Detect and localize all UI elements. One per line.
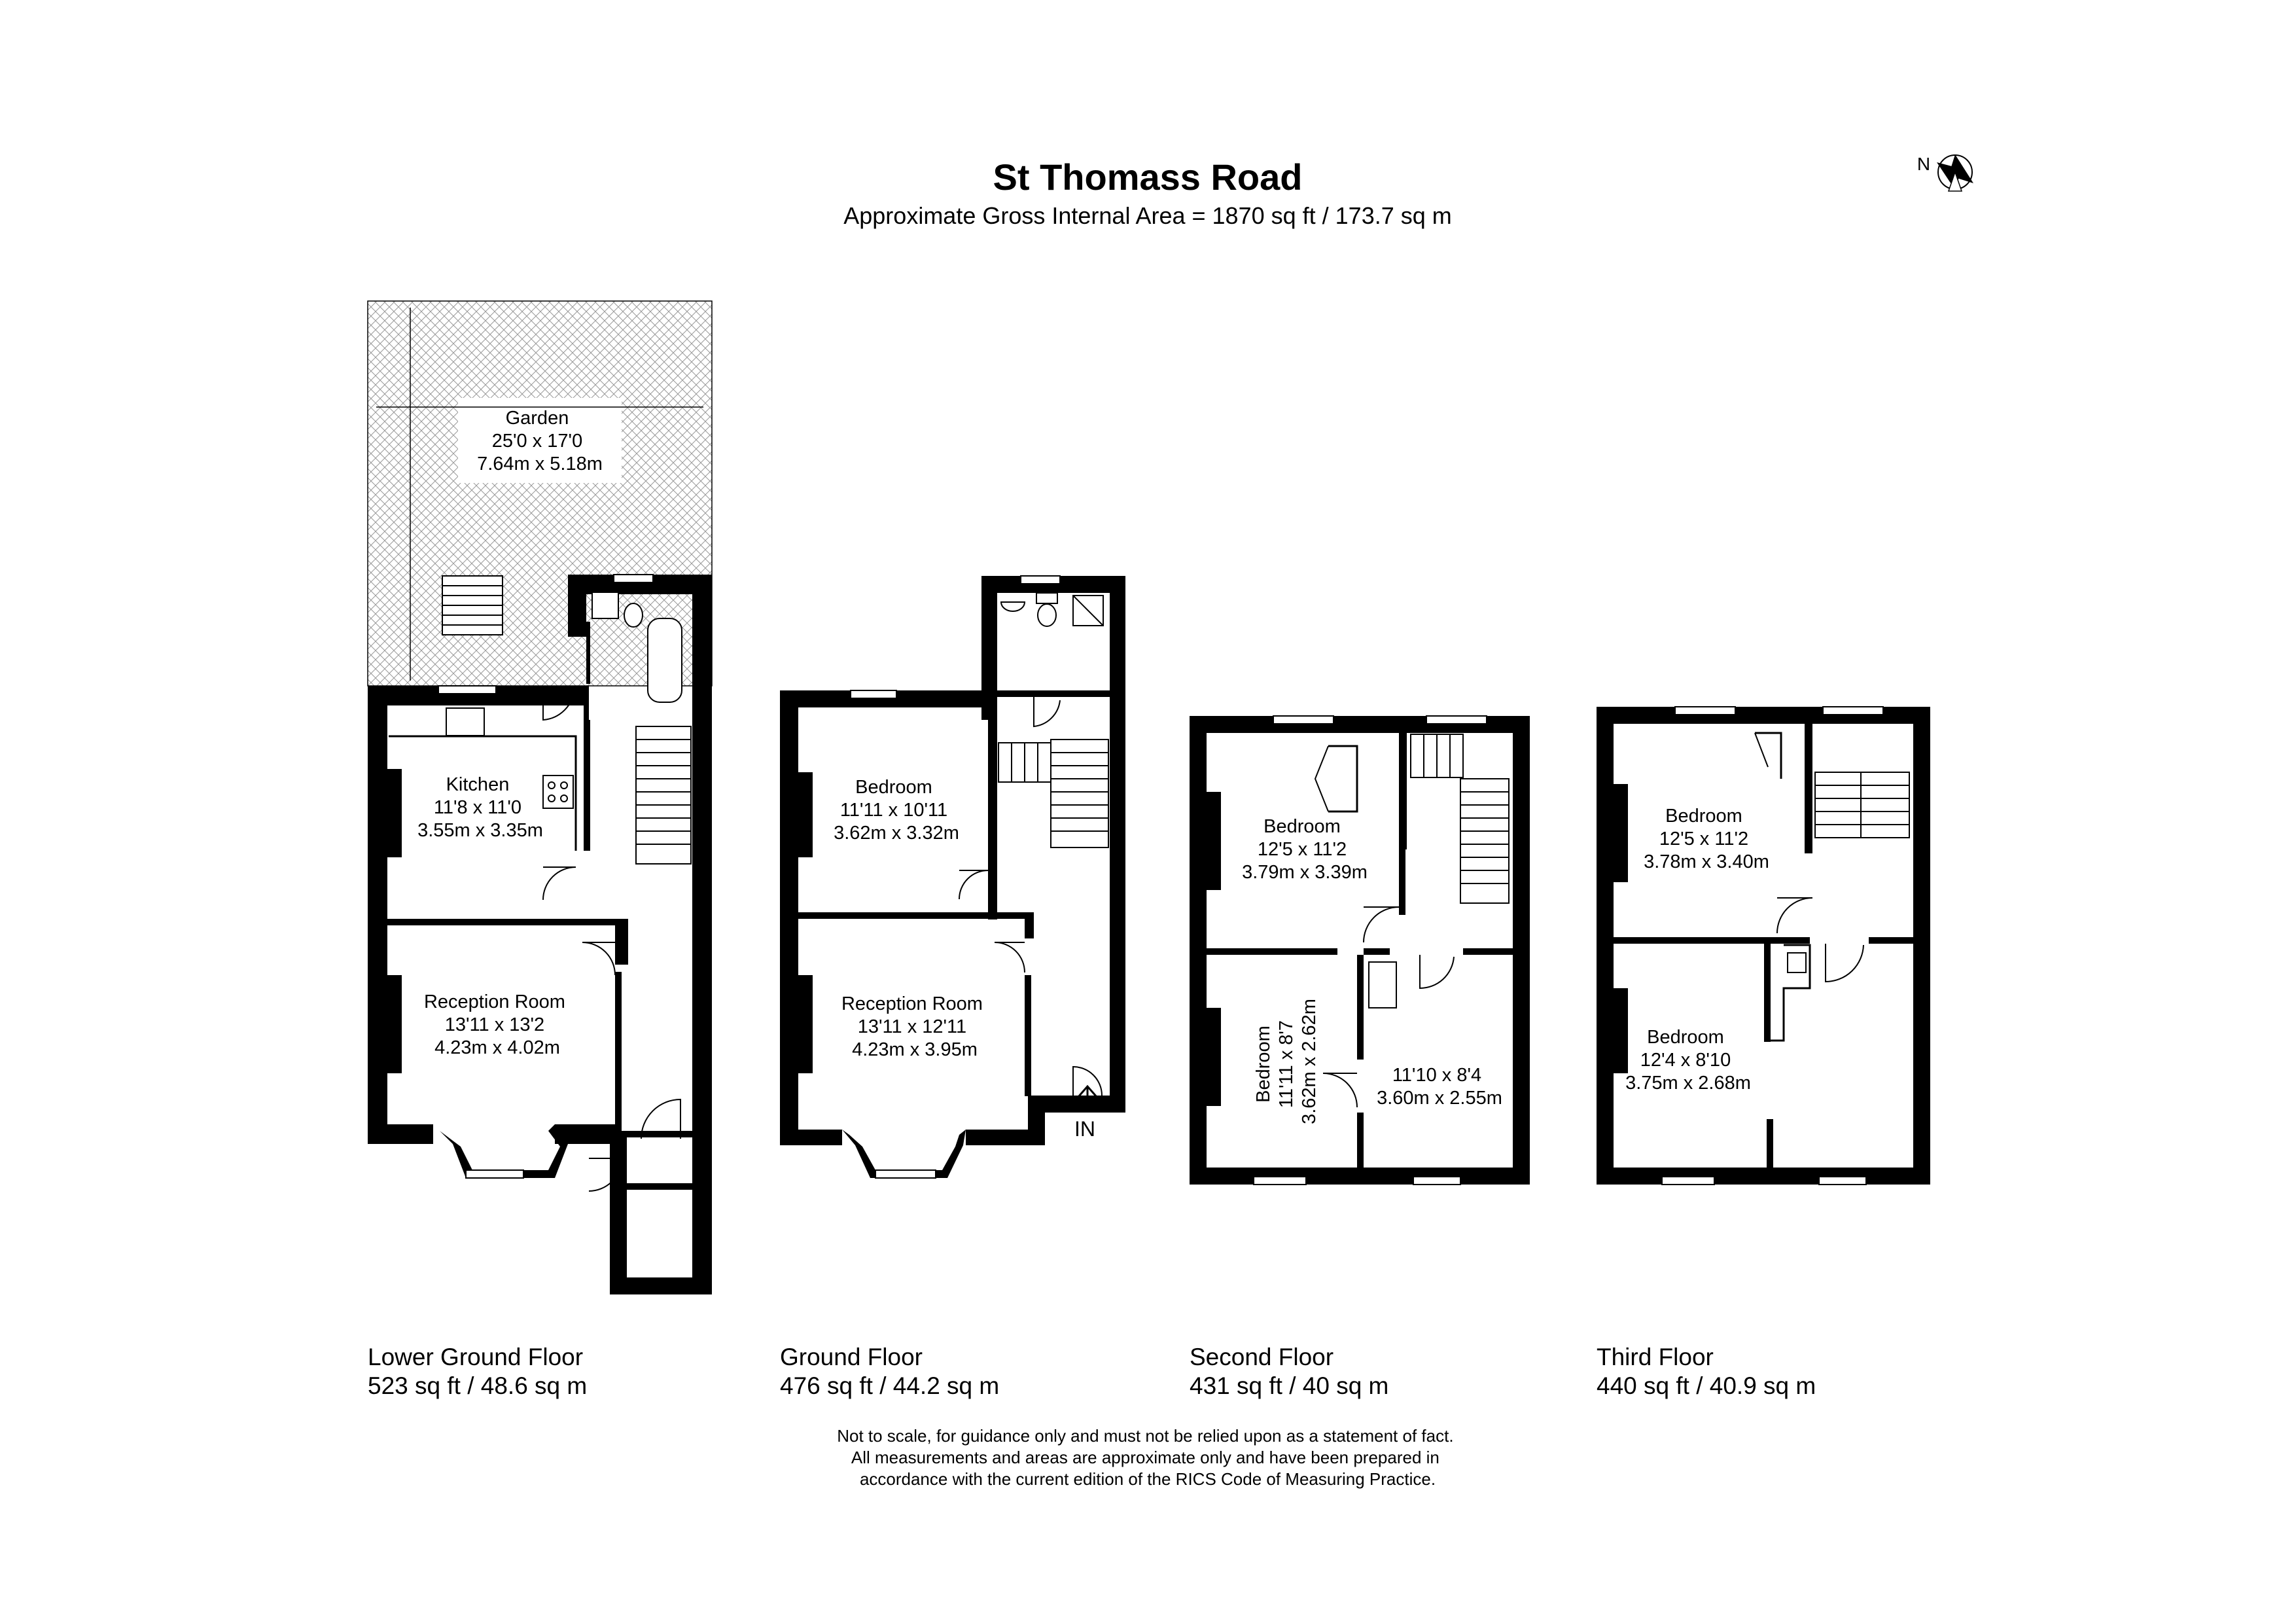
sink-icon: [1368, 961, 1397, 1008]
second-floor-plan: Bedroom 12'5 x 11'2 3.79m x 3.39m Bedroo…: [1190, 715, 1530, 1185]
lower-ground-floor-plan: Garden 25'0 x 17'0 7.64m x 5.18m Kitchen…: [367, 300, 713, 1294]
plan-title: St Thomass Road: [993, 156, 1303, 198]
floor-label-second: Second Floor 431 sq ft / 40 sq m: [1190, 1344, 1388, 1399]
g-bedroom-label: Bedroom 11'11 x 10'11 3.62m x 3.32m: [834, 777, 959, 844]
lower-ground-bathroom: [586, 592, 682, 703]
garden-label: Garden 25'0 x 17'0 7.64m x 5.18m: [477, 408, 603, 474]
garden-label-box: [458, 398, 622, 483]
entrance-arrow-icon: [1077, 1084, 1098, 1113]
compass-north-letter: N: [1917, 154, 1930, 174]
kitchen-fittings: [389, 707, 577, 851]
s-bedroom2-label: Bedroom 11'11 x 8'7 3.62m x 2.62m: [1253, 999, 1320, 1124]
disclaimer: Not to scale, for guidance only and must…: [837, 1426, 1458, 1489]
s-bedroom1-label: Bedroom 12'5 x 11'2 3.79m x 3.39m: [1242, 816, 1368, 883]
compass-icon: [1937, 154, 1973, 192]
third-floor-plan: Bedroom 12'5 x 11'2 3.78m x 3.40m Bedroo…: [1597, 706, 1930, 1185]
lg-kitchen-label: Kitchen 11'8 x 11'0 3.55m x 3.35m: [417, 774, 543, 841]
floor-label-ground: Ground Floor 476 sq ft / 44.2 sq m: [780, 1344, 999, 1399]
g-reception-label: Reception Room 13'11 x 12'11 4.23m x 3.9…: [841, 993, 988, 1060]
t-bedroom2-label: Bedroom 12'4 x 8'10 3.75m x 2.68m: [1625, 1027, 1751, 1094]
s-room3-label: 11'10 x 8'4 3.60m x 2.55m: [1377, 1065, 1502, 1109]
garden-steps: [442, 575, 503, 635]
lower-ground-stairs: [635, 726, 692, 865]
sink-icon: [1771, 944, 1811, 1042]
plan-subtitle: Approximate Gross Internal Area = 1870 s…: [843, 202, 1452, 229]
floor-label-third: Third Floor 440 sq ft / 40.9 sq m: [1597, 1344, 1816, 1399]
floor-label-lower-ground: Lower Ground Floor 523 sq ft / 48.6 sq m: [368, 1344, 590, 1399]
entrance-label: IN: [1074, 1117, 1095, 1141]
third-floor-stairs: [1814, 772, 1910, 838]
second-floor-stairs: [1410, 734, 1510, 904]
ground-stairs: [998, 739, 1109, 848]
ground-shower-room: [1000, 592, 1104, 627]
lg-reception-label: Reception Room 13'11 x 13'2 4.23m x 4.02…: [424, 991, 571, 1058]
ground-floor-plan: IN Bedroom 11'11 x 10'11 3.62m x 3.32m R…: [780, 575, 1125, 1179]
t-bedroom1-label: Bedroom 12'5 x 11'2 3.78m x 3.40m: [1644, 806, 1769, 872]
